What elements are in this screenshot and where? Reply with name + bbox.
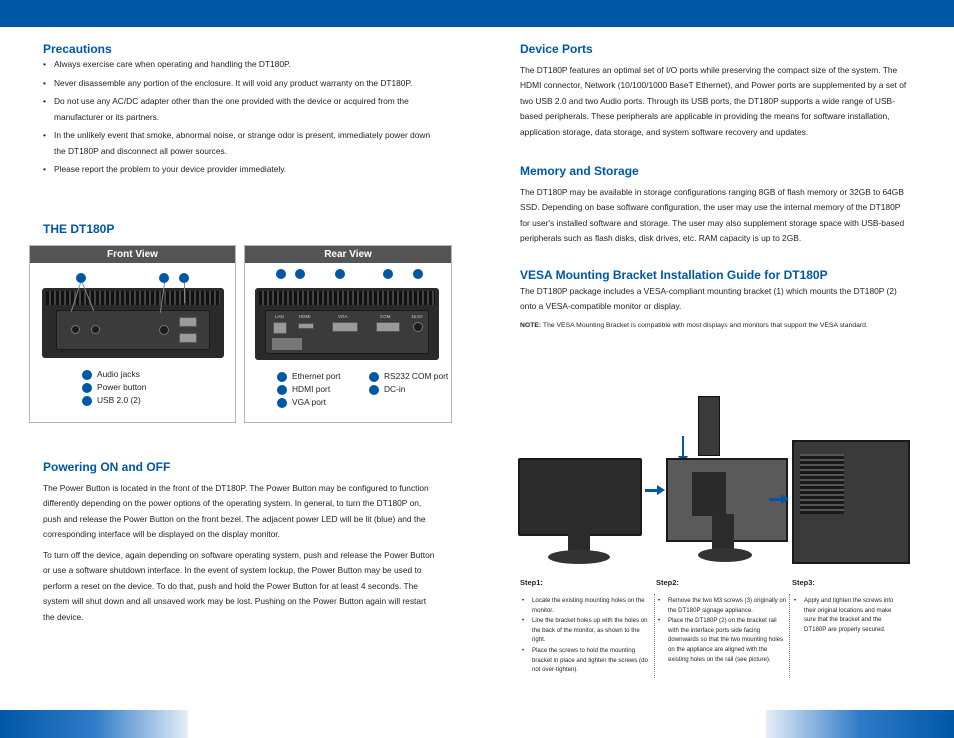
legend-item: Power button bbox=[82, 381, 146, 394]
precautions-heading: Precautions bbox=[43, 42, 112, 56]
product-sticker bbox=[272, 338, 302, 350]
list-item: Place the DT180P (2) on the bracket rail… bbox=[656, 616, 788, 664]
list-item: Place the screws to hold the mounting br… bbox=[520, 646, 652, 675]
step1-image bbox=[518, 458, 642, 570]
legend-item: RS232 COM port bbox=[369, 370, 448, 383]
step-divider bbox=[789, 594, 790, 678]
device-ports-heading: Device Ports bbox=[520, 42, 593, 56]
list-item: Apply and tighten the screws into their … bbox=[792, 596, 904, 634]
rear-view-image: LAN HDMI VGA COM 16.5V bbox=[253, 268, 441, 362]
memory-heading: Memory and Storage bbox=[520, 164, 639, 178]
list-item: Remove the two M3 screws (3) originally … bbox=[656, 596, 788, 615]
lan-label: LAN bbox=[275, 314, 284, 319]
step1-list: Locate the existing mounting holes on th… bbox=[520, 596, 652, 676]
hdmi-marker bbox=[295, 269, 305, 279]
rear-view-panel: Rear View LAN HDMI VGA COM 16.5V Ethe bbox=[244, 245, 452, 423]
memory-paragraph: The DT180P may be available in storage c… bbox=[520, 187, 905, 244]
vga-label: VGA bbox=[338, 314, 348, 319]
power-button-marker bbox=[159, 273, 169, 283]
usb-port-2 bbox=[179, 333, 197, 343]
rear-view-legend-col2: RS232 COM port DC-in bbox=[369, 370, 448, 396]
list-item: Always exercise care when operating and … bbox=[43, 57, 443, 73]
hdmi-label: HDMI bbox=[299, 314, 311, 319]
legend-item: USB 2.0 (2) bbox=[82, 394, 146, 407]
power-paragraph-1: The Power Button is located in the front… bbox=[43, 483, 429, 540]
list-item: Do not use any AC/DC adapter other than … bbox=[43, 94, 443, 125]
legend-item: DC-in bbox=[369, 383, 448, 396]
note-text: The VESA Mounting Bracket is compatible … bbox=[541, 322, 868, 329]
step3-image bbox=[792, 440, 910, 564]
legend-item: Audio jacks bbox=[82, 368, 146, 381]
vesa-note: NOTE: The VESA Mounting Bracket is compa… bbox=[520, 322, 868, 329]
list-item: Line the bracket holes up with the holes… bbox=[520, 616, 652, 645]
com-port bbox=[376, 322, 400, 332]
precautions-list: Always exercise care when operating and … bbox=[43, 57, 443, 179]
ethernet-port bbox=[273, 322, 287, 334]
step2-title: Step2: bbox=[656, 578, 679, 587]
bottom-banner-right bbox=[766, 710, 954, 738]
step1-title: Step1: bbox=[520, 578, 543, 587]
vga-marker bbox=[335, 269, 345, 279]
list-item: Never disassemble any portion of the enc… bbox=[43, 76, 443, 92]
vesa-paragraph: The DT180P package includes a VESA-compl… bbox=[520, 286, 897, 312]
dt180p-rear-device: LAN HDMI VGA COM 16.5V bbox=[255, 288, 439, 360]
rear-view-header: Rear View bbox=[245, 246, 451, 263]
step-divider bbox=[654, 594, 655, 678]
legend-item: VGA port bbox=[277, 396, 340, 409]
power-button bbox=[159, 325, 169, 335]
com-marker bbox=[383, 269, 393, 279]
com-label: COM bbox=[380, 314, 391, 319]
step1-arrow-icon bbox=[645, 485, 665, 495]
dc-in-port bbox=[413, 322, 423, 332]
dc-in-marker bbox=[413, 269, 423, 279]
note-label: NOTE: bbox=[520, 322, 542, 329]
audio-jacks-marker bbox=[76, 273, 86, 283]
list-item: In the unlikely event that smoke, abnorm… bbox=[43, 128, 443, 159]
front-view-panel: Front View Audio jacks Power button USB … bbox=[29, 245, 236, 423]
legend-item: HDMI port bbox=[277, 383, 340, 396]
dt180p-heading: THE DT180P bbox=[43, 222, 115, 236]
list-item: Locate the existing mounting holes on th… bbox=[520, 596, 652, 615]
step2-arrow-icon bbox=[769, 494, 789, 504]
step2-image bbox=[662, 396, 788, 570]
front-view-legend: Audio jacks Power button USB 2.0 (2) bbox=[82, 368, 146, 407]
power-paragraph-2: To turn off the device, again depending … bbox=[43, 550, 435, 622]
usb-marker bbox=[179, 273, 189, 283]
front-view-header: Front View bbox=[30, 246, 235, 263]
step3-list: Apply and tighten the screws into their … bbox=[792, 596, 904, 635]
dc-in-label: 16.5V bbox=[411, 314, 423, 319]
vga-port bbox=[332, 322, 358, 332]
dt180p-front-device bbox=[42, 288, 224, 358]
top-banner bbox=[0, 0, 954, 27]
audio-jack-2 bbox=[91, 325, 100, 334]
step3-title: Step3: bbox=[792, 578, 815, 587]
hdmi-port bbox=[298, 323, 314, 329]
down-arrow-icon bbox=[682, 436, 684, 460]
list-item: Please report the problem to your device… bbox=[43, 162, 443, 178]
front-view-image bbox=[42, 270, 224, 362]
power-heading: Powering ON and OFF bbox=[43, 460, 171, 474]
legend-item: Ethernet port bbox=[277, 370, 340, 383]
step2-list: Remove the two M3 screws (3) originally … bbox=[656, 596, 788, 665]
bracket-icon bbox=[698, 396, 720, 456]
device-ports-paragraph: The DT180P features an optimal set of I/… bbox=[520, 65, 907, 137]
audio-jack-1 bbox=[71, 325, 80, 334]
ethernet-marker bbox=[276, 269, 286, 279]
rear-view-legend-col1: Ethernet port HDMI port VGA port bbox=[277, 370, 340, 409]
vesa-heading: VESA Mounting Bracket Installation Guide… bbox=[520, 268, 828, 282]
usb-port-1 bbox=[179, 317, 197, 327]
bottom-banner-left bbox=[0, 710, 188, 738]
